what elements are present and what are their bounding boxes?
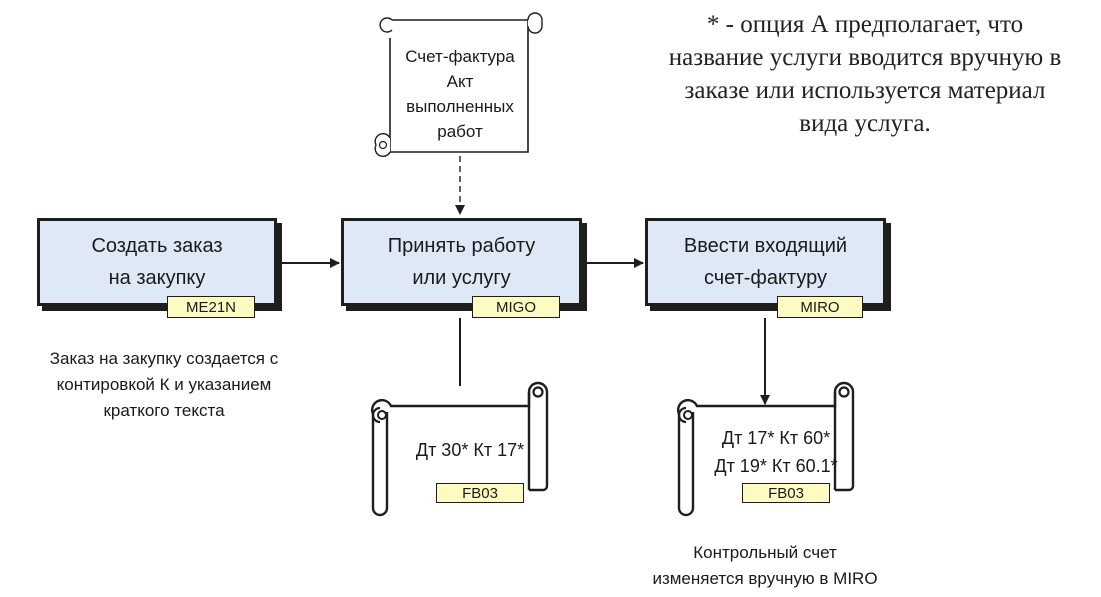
tcode-badge-me21n: ME21N [167,296,255,318]
tcode-badge-fb03-1: FB03 [436,483,524,503]
document-line: Счет-фактура [405,47,515,66]
step-label-line: Ввести входящий [683,235,848,257]
note-line: вида услуга. [799,110,931,137]
enter-invoice-step: Ввести входящий счет-фактуру [645,218,886,306]
accept-service-step: Принять работу или услугу [341,218,582,306]
posting-entry-1: Дт 30* Кт 17* [392,436,548,464]
caption-line: Контрольный счет [693,543,837,562]
invoice-act-scroll-shape [374,12,543,158]
document-line: Акт [446,72,474,91]
step-label-line: Принять работу [387,235,536,257]
note-line: название услуги вводится вручную в [668,44,1062,71]
invoice-act-document: Счет-фактура Акт выполненных работ [390,44,530,144]
step-label-line: счет-фактуру [703,267,828,289]
tcode-badge-miro: MIRO [777,296,863,318]
create-po-step: Создать заказ на закупку [37,218,277,306]
step-label-line: на закупку [108,267,206,289]
miro-caption: Контрольный счет изменяется вручную в MI… [620,540,910,592]
document-line: выполненных [406,97,514,116]
step-label-line: или услугу [412,267,511,289]
posting-scroll-1-shape [371,381,549,517]
caption-line: Заказ на закупку создается с [49,349,279,368]
caption-line: изменяется вручную в MIRO [652,569,878,588]
posting-line: Дт 17* Кт 60* [721,428,831,448]
posting-scroll-2-shape [677,381,855,517]
tcode-badge-migo: MIGO [472,296,560,318]
caption-line: контировкой К и указанием [56,375,272,394]
option-a-note: * - опция А предполагает, что название у… [630,8,1100,140]
po-caption: Заказ на закупку создается с контировкой… [14,346,314,424]
posting-line: Дт 30* Кт 17* [415,440,525,460]
posting-entry-2: Дт 17* Кт 60* Дт 19* Кт 60.1* [696,424,856,480]
posting-line: Дт 19* Кт 60.1* [714,456,838,476]
step-label-line: Создать заказ [91,235,223,257]
document-line: работ [437,122,483,141]
note-line: заказе или используется материал [684,77,1046,104]
note-line: * - опция А предполагает, что [706,11,1024,38]
caption-line: краткого текста [103,401,225,420]
tcode-badge-fb03-2: FB03 [742,483,830,503]
